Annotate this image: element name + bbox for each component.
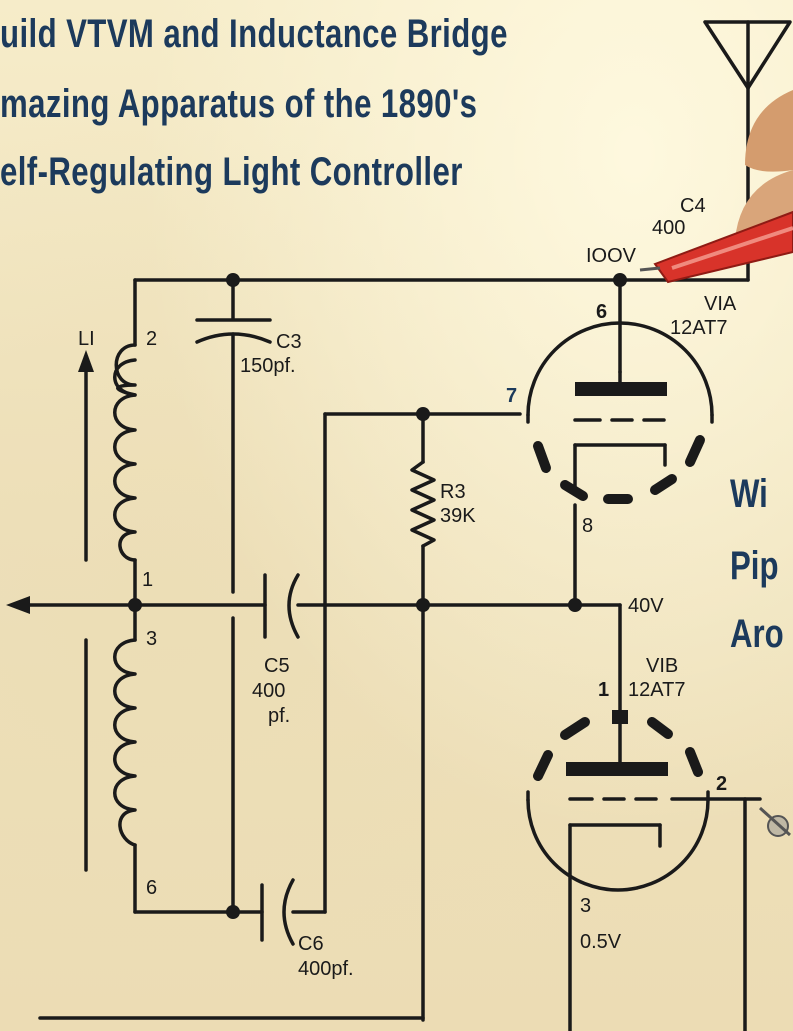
label-v1a-pin-6: 6 <box>596 301 607 323</box>
label-r3-name: R3 <box>440 481 466 503</box>
tube-v1b-dashed-envelope <box>533 717 703 781</box>
inductor-l1-upper <box>113 343 137 607</box>
label-voltage-cathode-v1a: 40V <box>628 595 664 617</box>
label-coil-pin-6: 6 <box>146 877 157 899</box>
label-c6-name: C6 <box>298 933 324 955</box>
label-c3-name: C3 <box>276 331 302 353</box>
headline-vtvm: uild VTVM and Inductance Bridge <box>0 12 508 56</box>
test-probe-icon <box>639 90 793 284</box>
junction-dot <box>226 273 240 287</box>
junction-dot <box>416 598 430 612</box>
label-coil-pin-2: 2 <box>146 328 157 350</box>
label-c5-name: C5 <box>264 655 290 677</box>
label-v1b-name: VIB <box>646 655 678 677</box>
resistor-r3 <box>410 412 436 607</box>
label-c5-value-2: pf. <box>268 705 290 727</box>
tube-v1b-pin1-mark <box>612 710 628 724</box>
label-voltage-plate-v1a: IOOV <box>586 245 637 267</box>
junction-dot <box>128 598 142 612</box>
label-c6-value: 400pf. <box>298 958 354 980</box>
side-text-line-2: Pip <box>730 544 779 588</box>
label-c4-value: 400 <box>652 217 685 239</box>
label-c4-name: C4 <box>680 195 706 217</box>
label-c3-value: 150pf. <box>240 355 296 377</box>
side-text-line-3: Aro <box>730 612 784 656</box>
label-v1a-name: VIA <box>704 293 737 315</box>
side-text-line-1: Wi <box>730 472 768 516</box>
tube-v1a-plate <box>575 382 667 396</box>
label-coil-pin-1: 1 <box>142 569 153 591</box>
junction-dots <box>128 273 627 919</box>
tube-v1a <box>526 321 714 607</box>
label-v1b-type: 12AT7 <box>628 679 685 701</box>
arrow-left-icon <box>6 596 30 614</box>
capacitor-c6 <box>260 878 327 946</box>
headline-light-controller: elf-Regulating Light Controller <box>0 150 463 194</box>
junction-dot <box>226 905 240 919</box>
junction-dot <box>613 273 627 287</box>
label-v1a-pin-8: 8 <box>582 515 593 537</box>
label-v1b-pin-2: 2 <box>716 773 727 795</box>
capacitor-c5 <box>263 573 300 639</box>
label-c5-value-1: 400 <box>252 680 285 702</box>
test-probe-lower-icon <box>758 806 792 837</box>
tube-v1b <box>526 710 762 1031</box>
label-r3-value: 39K <box>440 505 476 527</box>
label-v1a-type: 12AT7 <box>670 317 727 339</box>
capacitor-c3 <box>195 278 272 594</box>
label-voltage-cathode-v1b: 0.5V <box>580 931 622 953</box>
junction-dot <box>416 407 430 421</box>
label-l1: LI <box>78 328 95 350</box>
label-v1a-pin-7: 7 <box>506 385 517 407</box>
junction-dot <box>568 598 582 612</box>
top-bus-wire <box>133 278 750 374</box>
arrow-up-icon <box>78 350 94 372</box>
inductor-l1-lower <box>113 603 264 914</box>
tube-v1a-dashed-envelope <box>533 435 705 504</box>
tube-v1b-plate <box>566 762 668 776</box>
headline-apparatus: mazing Apparatus of the 1890's <box>0 82 478 126</box>
label-v1b-pin-1: 1 <box>598 679 609 701</box>
label-coil-pin-3: 3 <box>146 628 157 650</box>
label-v1b-pin-3: 3 <box>580 895 591 917</box>
